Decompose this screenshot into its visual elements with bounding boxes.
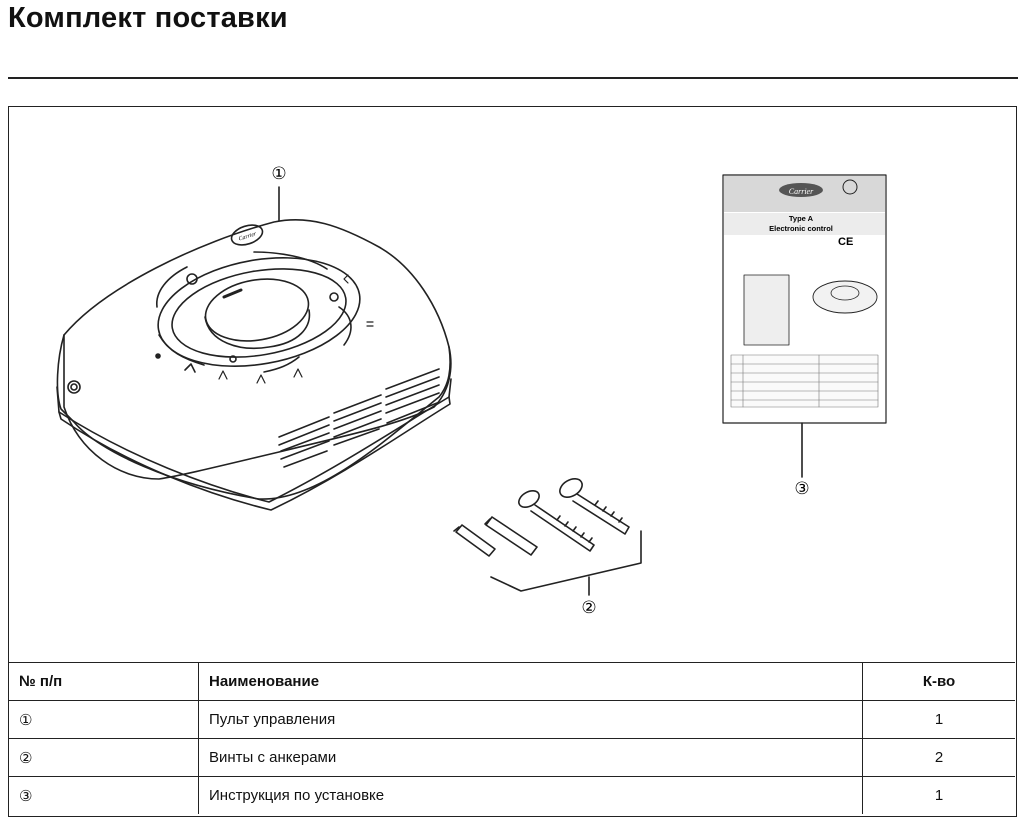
table-row: ② Винты с анкерами 2 bbox=[9, 738, 1015, 777]
row-name: Винты с анкерами bbox=[198, 738, 863, 777]
control-panel-drawing bbox=[56, 186, 452, 511]
callout-3: ③ bbox=[794, 479, 809, 499]
callout-2: ② bbox=[581, 598, 596, 618]
kit-illustration: Carrier Type A Electronic control CE Car… bbox=[9, 107, 1015, 662]
row-name: Инструкция по установке bbox=[198, 776, 863, 814]
table-row: ① Пульт управления 1 bbox=[9, 700, 1015, 739]
row-quantity: 1 bbox=[862, 700, 1015, 739]
row-quantity: 1 bbox=[862, 776, 1015, 814]
manual-heading-2: Electronic control bbox=[769, 224, 833, 233]
row-number: ② bbox=[9, 738, 199, 777]
manual-heading-1: Type A bbox=[789, 214, 814, 223]
callout-1: ① bbox=[271, 164, 286, 184]
callout-2-leader bbox=[490, 530, 642, 592]
table-row: ③ Инструкция по установке 1 bbox=[9, 776, 1015, 814]
header-number: № п/п bbox=[9, 662, 199, 701]
row-number: ③ bbox=[9, 776, 199, 814]
kit-table: № п/п Наименование К-во ① Пульт управлен… bbox=[9, 662, 1015, 814]
screws-anchors-drawing bbox=[453, 478, 642, 596]
table-header-row: № п/п Наименование К-во bbox=[9, 662, 1015, 701]
title-underline bbox=[8, 77, 1018, 79]
header-name: Наименование bbox=[198, 662, 863, 701]
kit-frame: Carrier Type A Electronic control CE Car… bbox=[8, 106, 1017, 817]
header-quantity: К-во bbox=[862, 662, 1015, 701]
row-quantity: 2 bbox=[862, 738, 1015, 777]
kit-drawing: Carrier Type A Electronic control CE Car… bbox=[56, 164, 887, 618]
installation-manual-drawing bbox=[722, 174, 887, 478]
row-number: ① bbox=[9, 700, 199, 739]
manual-brand-logo: Carrier bbox=[789, 187, 814, 196]
row-name: Пульт управления bbox=[198, 700, 863, 739]
ce-mark: CE bbox=[838, 236, 853, 248]
page-title: Комплект поставки bbox=[8, 2, 288, 34]
device-brand-badge: Carrier bbox=[238, 231, 258, 243]
